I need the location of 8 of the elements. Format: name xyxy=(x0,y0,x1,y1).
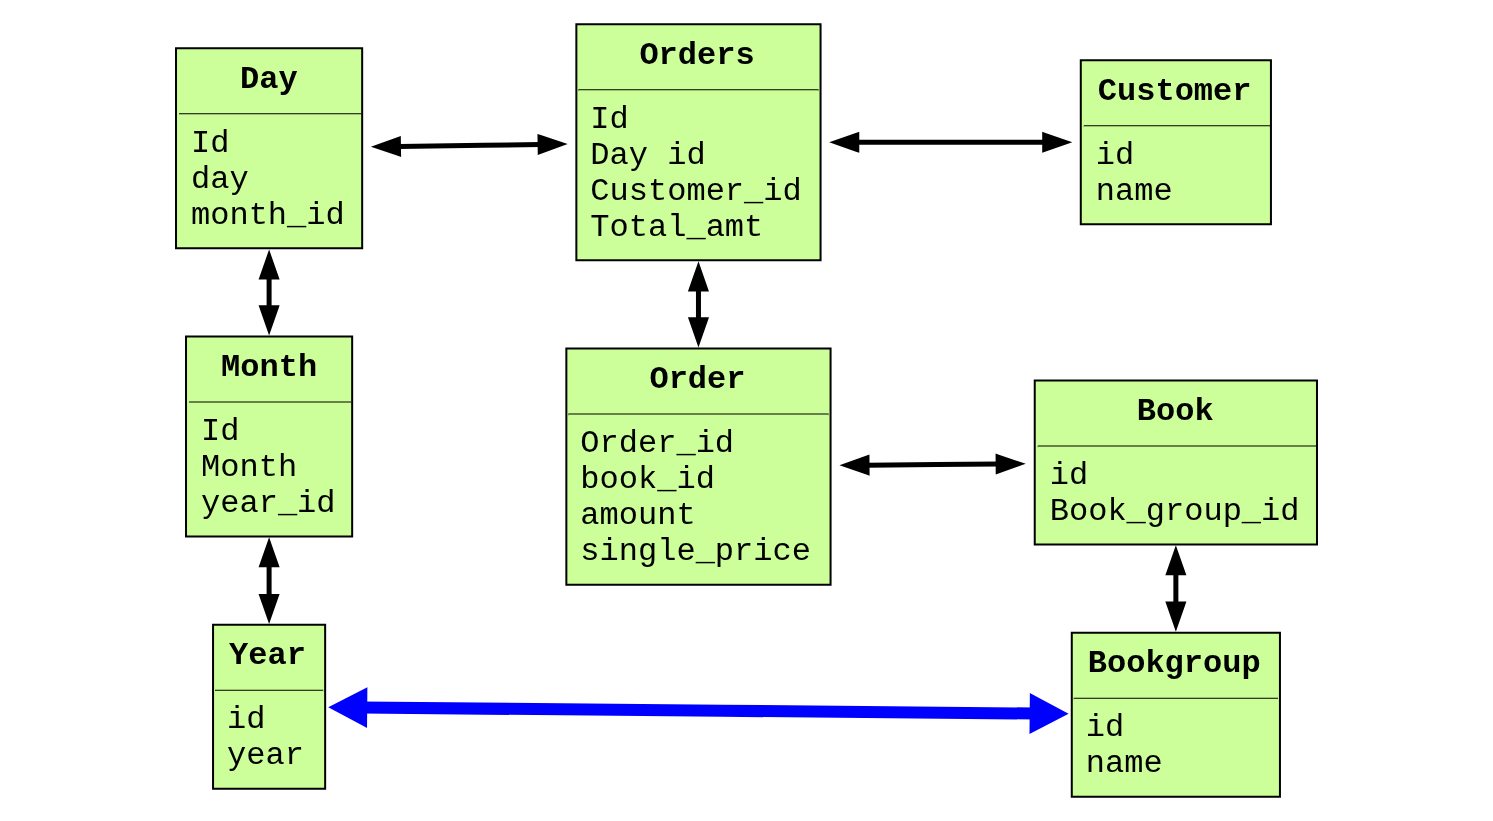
arrow xyxy=(328,687,1069,734)
arrow xyxy=(839,453,1026,476)
arrow xyxy=(258,249,280,336)
arrow xyxy=(1165,545,1187,632)
arrow xyxy=(687,261,709,348)
arrow xyxy=(370,134,568,157)
arrow xyxy=(829,131,1073,153)
arrow xyxy=(258,537,280,625)
